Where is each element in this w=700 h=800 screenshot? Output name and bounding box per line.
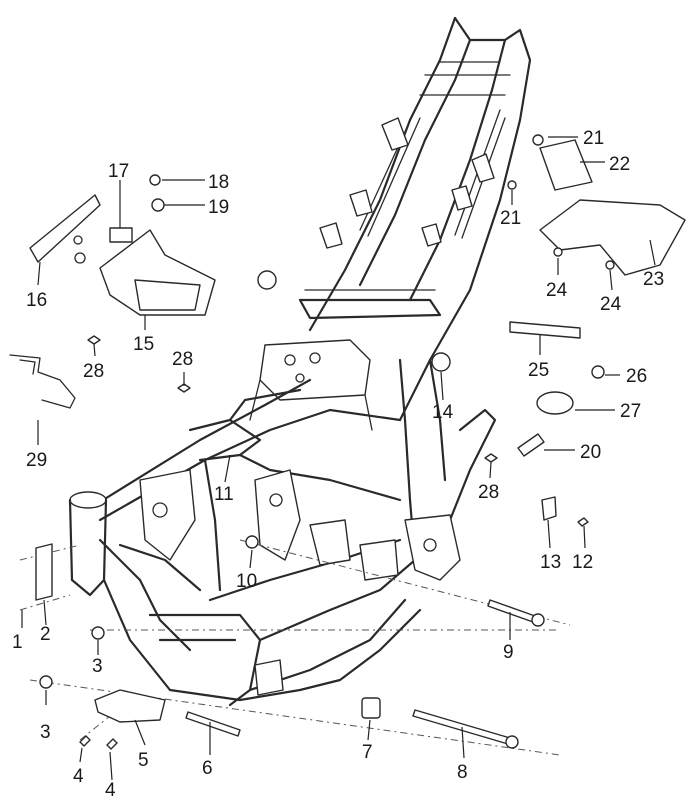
- callout-3: 3: [40, 722, 51, 743]
- callout-22: 22: [609, 154, 630, 175]
- main-frame: [68, 16, 532, 707]
- callout-13: 13: [540, 552, 561, 573]
- callout-19: 19: [208, 197, 229, 218]
- callout-7: 7: [362, 742, 373, 763]
- callout-17: 17: [108, 161, 129, 182]
- callout-6: 6: [202, 758, 213, 779]
- parts: [9, 134, 686, 750]
- callout-12: 12: [572, 552, 593, 573]
- callout-4: 4: [105, 780, 116, 800]
- callout-18: 18: [208, 172, 229, 193]
- callout-29: 29: [26, 450, 47, 471]
- callout-28: 28: [172, 349, 193, 370]
- callout-2: 2: [40, 624, 51, 645]
- callout-28: 28: [83, 361, 104, 382]
- callout-9: 9: [503, 642, 514, 663]
- callout-3: 3: [92, 656, 103, 677]
- callout-21: 21: [500, 208, 521, 229]
- callout-28: 28: [478, 482, 499, 503]
- plate-2: [35, 543, 53, 601]
- callout-8: 8: [457, 762, 468, 783]
- callout-25: 25: [528, 360, 549, 381]
- callout-21: 21: [583, 128, 604, 149]
- callout-26: 26: [626, 366, 647, 387]
- callout-23: 23: [643, 269, 664, 290]
- callout-20: 20: [580, 442, 601, 463]
- callout-24: 24: [546, 280, 568, 301]
- callout-14: 14: [432, 402, 454, 423]
- callout-15: 15: [133, 334, 154, 355]
- callout-27: 27: [620, 401, 641, 422]
- callout-5: 5: [138, 750, 149, 771]
- callouts: 1 2 3 3 4 4 5 6 7 8 9 10 11 12 13 14 15 …: [12, 128, 664, 800]
- callout-4: 4: [73, 766, 84, 787]
- callout-16: 16: [26, 290, 47, 311]
- callout-11: 11: [214, 484, 234, 505]
- callout-10: 10: [236, 571, 257, 592]
- leader-lines: [21, 136, 656, 781]
- callout-24: 24: [600, 294, 622, 315]
- callout-1: 1: [12, 632, 23, 653]
